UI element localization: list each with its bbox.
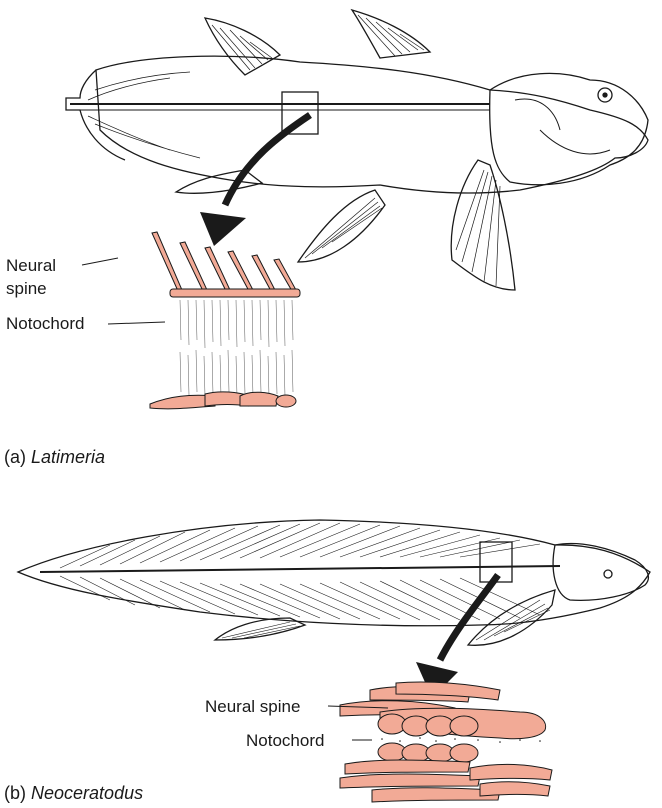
panel-b-notochord-label: Notochord [246, 731, 324, 751]
panel-a-notochord-leader [108, 322, 165, 324]
neoceratodus-eye [604, 570, 612, 578]
latimeria-illustration [66, 10, 648, 290]
neoceratodus-vertebra-detail [340, 682, 552, 802]
panel-a-arrowhead [200, 212, 246, 246]
panel-a-neural-label-line2: spine [6, 279, 47, 299]
latimeria-vertebra-detail [150, 232, 300, 409]
panel-a-caption-letter: (a) [4, 447, 26, 467]
neoceratodus-haemal-arches [340, 743, 552, 802]
latimeria-notochord-fibers [180, 300, 293, 396]
latimeria-body-outline [96, 56, 648, 193]
panel-a-caption: (a) Latimeria [4, 446, 105, 468]
latimeria-first-dorsal-fin [205, 18, 280, 75]
panel-a-caption-name: Latimeria [31, 447, 105, 467]
panel-b-caption: (b) Neoceratodus [4, 782, 143, 804]
latimeria-second-dorsal-fin [352, 10, 430, 58]
latimeria-head [490, 73, 648, 184]
panel-a-notochord-label: Notochord [6, 314, 84, 334]
panel-a-neural-label-line1: Neural [6, 256, 56, 276]
panel-b-caption-name: Neoceratodus [31, 783, 143, 803]
neoceratodus-body-outline [18, 520, 650, 626]
latimeria-haemal-arches [150, 392, 296, 409]
neoceratodus-neural-spines [340, 682, 546, 739]
latimeria-neural-spines [152, 232, 300, 297]
latimeria-anal-fin [176, 170, 262, 193]
panel-b-neural-spine-label: Neural spine [205, 697, 300, 717]
panel-b-caption-letter: (b) [4, 783, 26, 803]
neoceratodus-axis [40, 566, 560, 572]
panel-a-arrow [225, 115, 310, 205]
panel-b-arrow [440, 575, 498, 660]
neoceratodus-illustration [18, 520, 650, 645]
latimeria-pectoral-fin [451, 160, 515, 290]
panel-a-neural-spine-leader [82, 258, 118, 265]
